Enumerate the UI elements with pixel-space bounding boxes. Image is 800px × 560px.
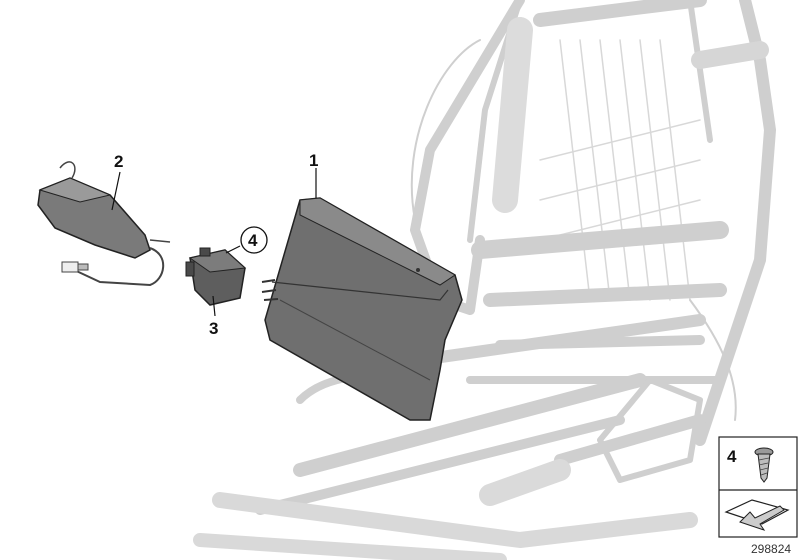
- installation-arrow-icon: [724, 499, 790, 531]
- part-3-connector-box: [185, 247, 247, 306]
- callout-part-3: 3: [209, 319, 218, 338]
- leader-lines: [111, 168, 317, 317]
- screw-icon: [754, 447, 774, 483]
- diagram-id-number: 298824: [751, 542, 791, 556]
- legend-screw-label: 4: [727, 447, 737, 466]
- callout-part-1: 1: [309, 151, 318, 170]
- callout-part-2: 2: [114, 152, 123, 171]
- part-2-control-unit: [37, 161, 171, 287]
- callout-part-4: 4: [248, 231, 258, 250]
- seat-frame: [193, 0, 776, 560]
- legend-box: 4: [718, 436, 798, 538]
- part-1-module: [261, 197, 463, 421]
- callout-part-4-circle: [240, 226, 268, 254]
